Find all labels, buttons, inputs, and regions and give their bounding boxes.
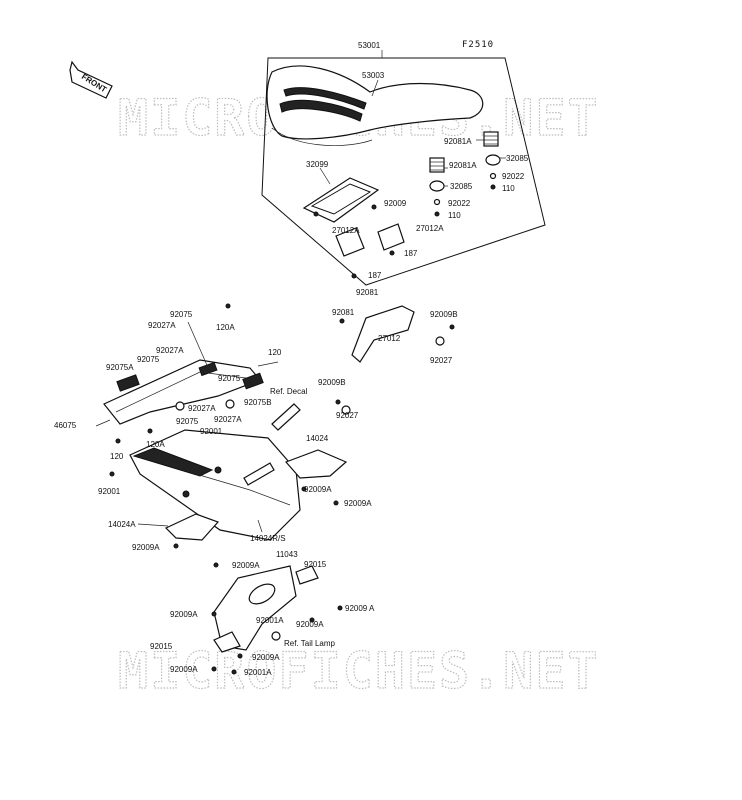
label-92081-2: 92081 <box>332 308 355 317</box>
tray-part <box>302 177 380 223</box>
label-110-1: 110 <box>502 184 515 193</box>
decal-part <box>271 403 301 431</box>
label-92001a-1: 92001A <box>256 616 284 625</box>
leader-lines <box>95 50 506 533</box>
label-92075-1: 92075 <box>170 310 193 319</box>
label-92009b-1: 92009B <box>430 310 458 319</box>
label-187-2: 187 <box>368 271 382 280</box>
ref-decal-label: Ref. Decal <box>270 387 308 396</box>
ref-tail-lamp-label: Ref. Tail Lamp <box>284 639 336 648</box>
cushion-part-1 <box>485 154 501 166</box>
label-92081a-1: 92081A <box>444 137 472 146</box>
label-92027a-3: 92027A <box>188 404 216 413</box>
label-27012a-2: 27012A <box>416 224 444 233</box>
label-187-1: 187 <box>404 249 418 258</box>
label-92022-1: 92022 <box>502 172 525 181</box>
lock-bracket-part <box>351 305 415 363</box>
label-92075-4: 92075 <box>176 417 199 426</box>
label-92075b: 92075B <box>244 398 272 407</box>
label-46075: 46075 <box>54 421 77 430</box>
label-92009a-4: 92009A <box>232 561 260 570</box>
label-92027-2: 92027 <box>336 411 359 420</box>
label-92009: 92009 <box>384 199 407 208</box>
label-92075-2: 92075 <box>137 355 160 364</box>
diagram-code: F2510 <box>462 40 494 50</box>
label-92009a-6: 92009 A <box>345 604 375 613</box>
label-120a-1: 120A <box>216 323 235 332</box>
washer-part-2 <box>433 198 441 206</box>
bolt-92009-part <box>371 204 377 210</box>
label-92009a-3: 92009A <box>132 543 160 552</box>
screw-part-2 <box>434 211 440 217</box>
label-27012: 27012 <box>378 334 401 343</box>
label-14024: 14024 <box>306 434 329 443</box>
label-120-2: 120 <box>110 452 124 461</box>
spring-part-1 <box>483 131 499 147</box>
label-27012a-1: 27012A <box>332 226 360 235</box>
label-120: 120 <box>268 348 282 357</box>
spring-part-2 <box>429 157 445 173</box>
label-92027-1: 92027 <box>430 356 453 365</box>
grab-rail-part <box>103 321 279 425</box>
label-53001: 53001 <box>358 41 381 50</box>
tail-bracket-part <box>213 565 319 653</box>
label-11043: 11043 <box>276 550 298 559</box>
cover-14024a-part <box>164 513 220 541</box>
label-32085-1: 32085 <box>506 154 529 163</box>
label-92001-2: 92001 <box>98 487 121 496</box>
label-92015-2: 92015 <box>150 642 173 651</box>
label-32099: 32099 <box>306 160 329 169</box>
label-110-2: 110 <box>448 211 461 220</box>
label-92022-2: 92022 <box>448 199 471 208</box>
label-92009a-1: 92009A <box>304 485 332 494</box>
label-14024a: 14024A <box>108 520 136 529</box>
label-92009a-8: 92009A <box>252 653 280 662</box>
label-92075a-1: 92075A <box>106 363 134 372</box>
label-32085-2: 32085 <box>450 182 473 191</box>
screw-part-1 <box>490 184 496 190</box>
front-arrow-icon: FRONT <box>69 60 113 99</box>
label-53003: 53003 <box>362 71 385 80</box>
bracket-27012a-left <box>335 227 365 257</box>
label-92001a-2: 92001A <box>244 668 272 677</box>
label-92027a-1: 92027A <box>148 321 176 330</box>
label-92015-1: 92015 <box>304 560 327 569</box>
tail-cowl-part <box>129 429 301 541</box>
watermark-bottom: MICROFICHES.NET <box>118 642 600 700</box>
label-92009a-2: 92009A <box>344 499 372 508</box>
cover-14024-part <box>284 449 348 479</box>
seat-assembly-frame <box>261 57 546 286</box>
bracket-27012a-right <box>377 223 405 251</box>
label-92009a-5: 92009A <box>170 610 198 619</box>
cushion-part-2 <box>429 180 445 192</box>
washer-part-1 <box>489 172 497 180</box>
label-92009b-2: 92009B <box>318 378 346 387</box>
label-92027a-2: 92027A <box>156 346 184 355</box>
label-92001-1: 92001 <box>200 427 223 436</box>
label-120a-2: 120A <box>146 440 165 449</box>
label-92081a-2: 92081A <box>449 161 477 170</box>
label-92081-1: 92081 <box>356 288 379 297</box>
label-92027a-4: 92027A <box>214 415 242 424</box>
label-92009a-9: 92009A <box>170 665 198 674</box>
label-14024rs: 14024R/S <box>250 534 286 543</box>
label-92009a-7: 92009A <box>296 620 324 629</box>
seat-part <box>266 65 484 146</box>
label-92075-3: 92075 <box>218 374 241 383</box>
